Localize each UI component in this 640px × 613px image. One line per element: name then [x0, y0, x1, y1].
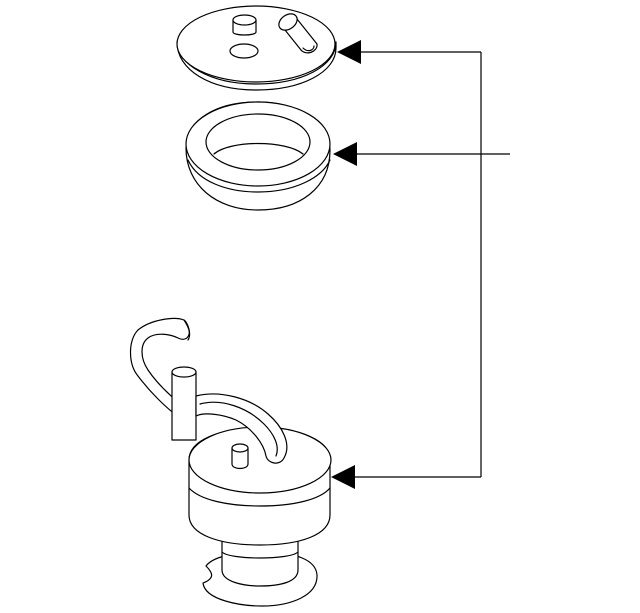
pump-curved-tube	[195, 393, 288, 464]
seal-inner-depth	[213, 142, 304, 155]
pump-assembly-part	[129, 317, 332, 607]
arrowhead-seal	[333, 142, 357, 166]
callout-lines	[331, 40, 510, 489]
cap-angled-fitting	[278, 13, 318, 54]
cap-part	[176, 5, 337, 91]
seal-ring-part	[185, 101, 331, 211]
seal-inner-opening	[205, 113, 311, 171]
cap-oval-port	[229, 43, 259, 59]
cap-side	[176, 41, 337, 91]
arrowhead-pump	[331, 465, 355, 489]
pump-tube-outlet	[231, 443, 249, 470]
arrowhead-cap	[337, 40, 361, 64]
pump-pipe-stub	[171, 366, 197, 441]
cap-vertical-fitting	[232, 14, 257, 36]
seal-lower-contour	[187, 159, 331, 193]
pump-neck	[221, 539, 299, 587]
